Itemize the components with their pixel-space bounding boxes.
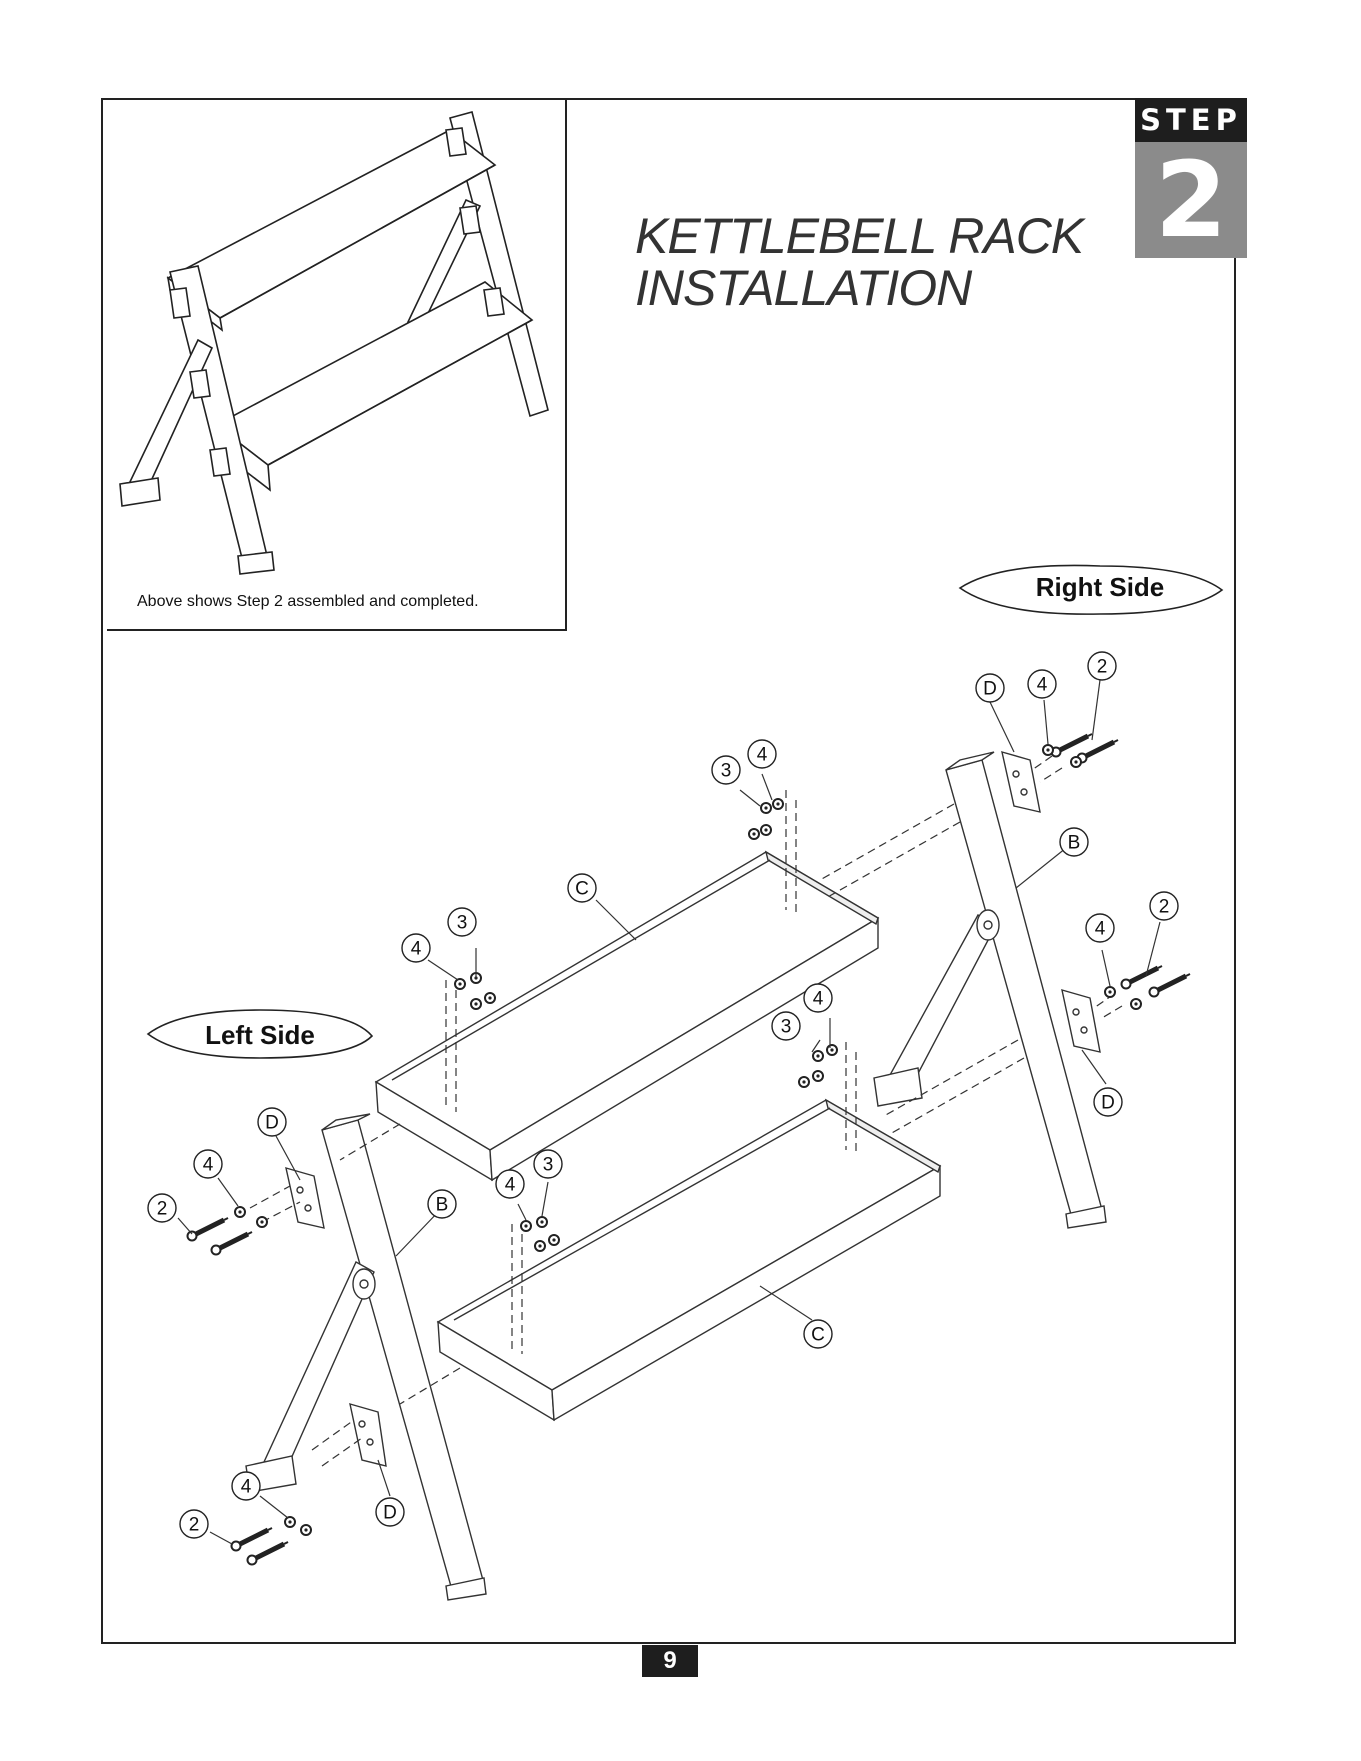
- inset-caption: Above shows Step 2 assembled and complet…: [137, 593, 479, 611]
- d-bracket-right-upper: [1002, 752, 1040, 812]
- callout-c-upper: C: [575, 879, 589, 900]
- d-bracket-right-lower: [1062, 990, 1100, 1052]
- callout-2-right-upper: 2: [1097, 657, 1108, 678]
- callout-2-left-upper: 2: [157, 1199, 168, 1220]
- callout-d-left-lower: D: [383, 1503, 397, 1524]
- callout-d-right-lower: D: [1101, 1093, 1115, 1114]
- callout-leaders: [178, 680, 1160, 1544]
- right-side-label: Right Side: [985, 572, 1215, 603]
- step-badge: STEP 2: [1135, 98, 1247, 258]
- callout-b-left: B: [436, 1195, 449, 1216]
- d-bracket-left-upper: [286, 1168, 324, 1228]
- page-title-line-1: KETTLEBELL RACK: [635, 210, 1083, 262]
- callout-4-left-lower: 4: [241, 1477, 252, 1498]
- callout-2-left-lower: 2: [189, 1515, 200, 1536]
- callout-4-upper-right: 4: [757, 745, 768, 766]
- page-title: KETTLEBELL RACK INSTALLATION: [635, 210, 1083, 314]
- callout-3-upper-left: 3: [457, 913, 468, 934]
- left-side-label: Left Side: [150, 1020, 370, 1051]
- callout-d-right-upper: D: [983, 679, 997, 700]
- step-number: 2: [1135, 142, 1247, 258]
- callout-4-upper-left: 4: [411, 939, 422, 960]
- callout-d-left-upper: D: [265, 1113, 279, 1134]
- page-number: 9: [642, 1645, 698, 1677]
- callout-3-lower-right: 3: [781, 1017, 792, 1038]
- page-title-line-2: INSTALLATION: [635, 262, 1083, 314]
- callout-3-lower-left: 3: [543, 1155, 554, 1176]
- callout-4-left-upper: 4: [203, 1155, 214, 1176]
- callout-4-right-lower: 4: [1095, 919, 1106, 940]
- callout-4-right-upper: 4: [1037, 675, 1048, 696]
- step-word: STEP: [1135, 98, 1247, 142]
- assembled-rack-drawing: [120, 112, 548, 574]
- callout-4-lower-left: 4: [505, 1175, 516, 1196]
- d-bracket-left-lower: [350, 1404, 386, 1466]
- callout-c-lower: C: [811, 1325, 825, 1346]
- callout-4-lower-right: 4: [813, 989, 824, 1010]
- callout-b-right: B: [1068, 833, 1081, 854]
- callout-2-right-lower: 2: [1159, 897, 1170, 918]
- callout-3-upper-right: 3: [721, 761, 732, 782]
